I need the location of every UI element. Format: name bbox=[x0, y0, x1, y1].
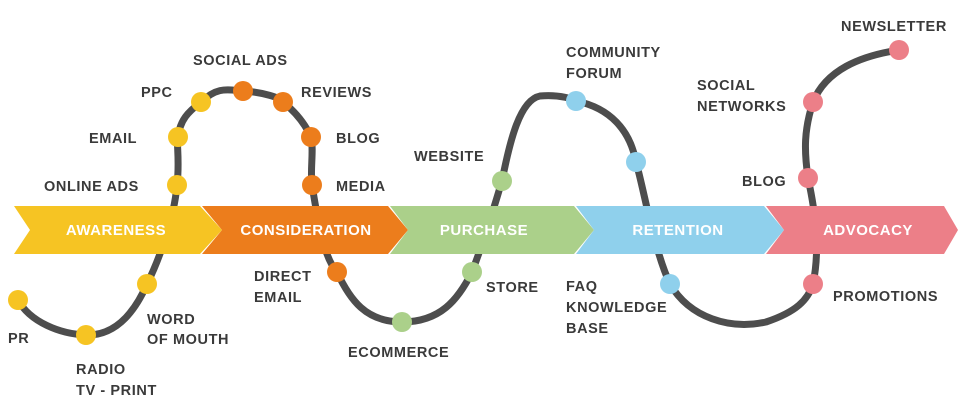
stage-awareness-label: AWARENESS bbox=[66, 222, 166, 239]
dot-social-networks bbox=[803, 92, 823, 112]
label-media: MEDIA bbox=[336, 179, 386, 195]
dot-website bbox=[492, 171, 512, 191]
label-social-networks-1: SOCIAL bbox=[697, 78, 755, 94]
dot-ppc bbox=[191, 92, 211, 112]
label-social-ads: SOCIAL ADS bbox=[193, 53, 288, 69]
stage-consideration bbox=[202, 206, 408, 254]
dot-promotions bbox=[803, 274, 823, 294]
dot-radio bbox=[76, 325, 96, 345]
dot-faq bbox=[660, 274, 680, 294]
label-wom-1: WORD bbox=[147, 312, 195, 328]
label-community-2: FORUM bbox=[566, 66, 622, 82]
dot-email bbox=[168, 127, 188, 147]
dot-community-forum bbox=[566, 91, 586, 111]
label-faq-1: FAQ bbox=[566, 279, 598, 295]
journey-path bbox=[14, 46, 903, 339]
stage-retention bbox=[576, 206, 784, 254]
label-ppc: PPC bbox=[141, 85, 173, 101]
label-faq-2: KNOWLEDGE bbox=[566, 300, 667, 316]
dot-direct-email bbox=[327, 262, 347, 282]
dot-retention-mid bbox=[626, 152, 646, 172]
dot-blog-advocacy bbox=[798, 168, 818, 188]
stage-advocacy-label: ADVOCACY bbox=[823, 222, 913, 239]
label-ecommerce: ECOMMERCE bbox=[348, 345, 449, 361]
label-blog: BLOG bbox=[336, 131, 380, 147]
stage-retention-label: RETENTION bbox=[632, 222, 723, 239]
label-direct-1: DIRECT bbox=[254, 269, 312, 285]
label-email: EMAIL bbox=[89, 131, 137, 147]
stage-purchase bbox=[390, 206, 594, 254]
dot-pr bbox=[8, 290, 28, 310]
label-community-1: COMMUNITY bbox=[566, 45, 661, 61]
dot-word-of-mouth bbox=[137, 274, 157, 294]
label-newsletter: NEWSLETTER bbox=[841, 19, 947, 35]
dot-newsletter bbox=[889, 40, 909, 60]
dot-media bbox=[302, 175, 322, 195]
label-promotions: PROMOTIONS bbox=[833, 289, 938, 305]
dot-reviews bbox=[273, 92, 293, 112]
label-wom-2: OF MOUTH bbox=[147, 332, 229, 348]
label-blog-advocacy: BLOG bbox=[742, 174, 786, 190]
stage-purchase-label: PURCHASE bbox=[440, 222, 528, 239]
label-pr: PR bbox=[8, 331, 29, 347]
touchpoint-labels: PR RADIO TV - PRINT WORD OF MOUTH ONLINE… bbox=[8, 19, 947, 399]
label-radio-1: RADIO bbox=[76, 362, 126, 378]
label-store: STORE bbox=[486, 280, 539, 296]
label-radio-2: TV - PRINT bbox=[76, 383, 157, 399]
stage-consideration-label: CONSIDERATION bbox=[240, 222, 371, 239]
stage-band: AWARENESS CONSIDERATION PURCHASE RETENTI… bbox=[14, 206, 958, 254]
label-faq-3: BASE bbox=[566, 321, 609, 337]
label-reviews: REVIEWS bbox=[301, 85, 372, 101]
dot-ecommerce bbox=[392, 312, 412, 332]
dot-store bbox=[462, 262, 482, 282]
dot-social-ads bbox=[233, 81, 253, 101]
label-direct-2: EMAIL bbox=[254, 290, 302, 306]
dot-online-ads bbox=[167, 175, 187, 195]
stage-awareness bbox=[14, 206, 222, 254]
stage-advocacy bbox=[766, 206, 958, 254]
label-online-ads: ONLINE ADS bbox=[44, 179, 139, 195]
label-website: WEBSITE bbox=[414, 149, 484, 165]
dot-blog bbox=[301, 127, 321, 147]
touchpoint-dots bbox=[8, 40, 909, 345]
label-social-networks-2: NETWORKS bbox=[697, 99, 786, 115]
